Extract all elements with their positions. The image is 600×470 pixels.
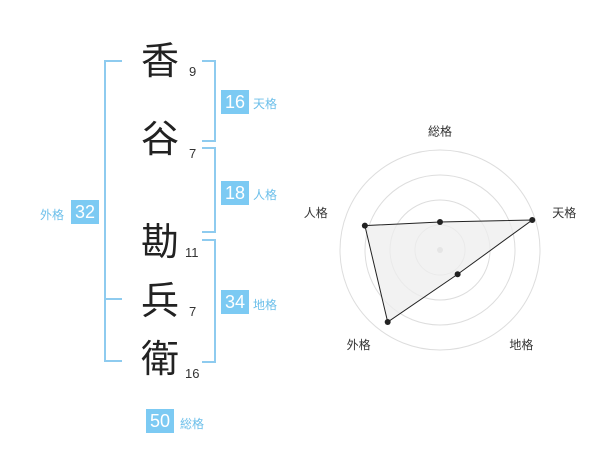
name-char-1: 香 — [140, 39, 179, 83]
tenkaku-label: 天格 — [253, 97, 278, 111]
name-char-5: 衛 — [140, 337, 179, 381]
radar-axis-label-1: 総格 — [428, 124, 452, 139]
radar-point-3 — [454, 271, 461, 278]
soukaku-value: 50 — [146, 409, 174, 433]
radar-point-4 — [384, 319, 391, 326]
radar-axis-label-2: 天格 — [552, 205, 576, 220]
radar-point-2 — [529, 217, 536, 224]
jinkaku-label: 人格 — [253, 188, 278, 202]
radar-point-5 — [361, 222, 368, 229]
chikaku-bracket — [202, 239, 216, 363]
stroke-count-5: 16 — [185, 366, 200, 381]
chikaku-value: 34 — [221, 290, 249, 314]
radar-grid-ring — [339, 149, 541, 351]
radar-point-1 — [437, 219, 443, 225]
radar-axis-label-4: 外格 — [347, 337, 371, 352]
radar-axis-label-5: 人格 — [304, 205, 328, 220]
stroke-count-4: 7 — [189, 304, 197, 319]
radar-axis-label-3: 地格 — [509, 337, 533, 352]
jinkaku-bracket — [202, 147, 216, 233]
gaikaku-value: 32 — [71, 200, 99, 224]
stroke-count-2: 7 — [189, 146, 197, 161]
name-char-3: 勘 — [140, 220, 179, 264]
gaikaku-bracket — [104, 60, 122, 362]
gaikaku-label: 外格 — [40, 208, 65, 222]
tenkaku-value: 16 — [221, 90, 249, 114]
radar-grid-ring — [364, 174, 516, 326]
chikaku-label: 地格 — [253, 298, 278, 312]
stroke-count-3: 11 — [185, 245, 199, 260]
radar-value-polygon — [364, 219, 534, 323]
tenkaku-bracket — [202, 60, 216, 142]
jinkaku-value: 18 — [221, 181, 249, 205]
stroke-count-1: 9 — [189, 64, 197, 79]
name-char-2: 谷 — [140, 117, 179, 161]
gaikaku-divider-tick — [104, 298, 122, 300]
name-char-4: 兵 — [140, 279, 179, 323]
soukaku-label: 総格 — [180, 417, 205, 431]
